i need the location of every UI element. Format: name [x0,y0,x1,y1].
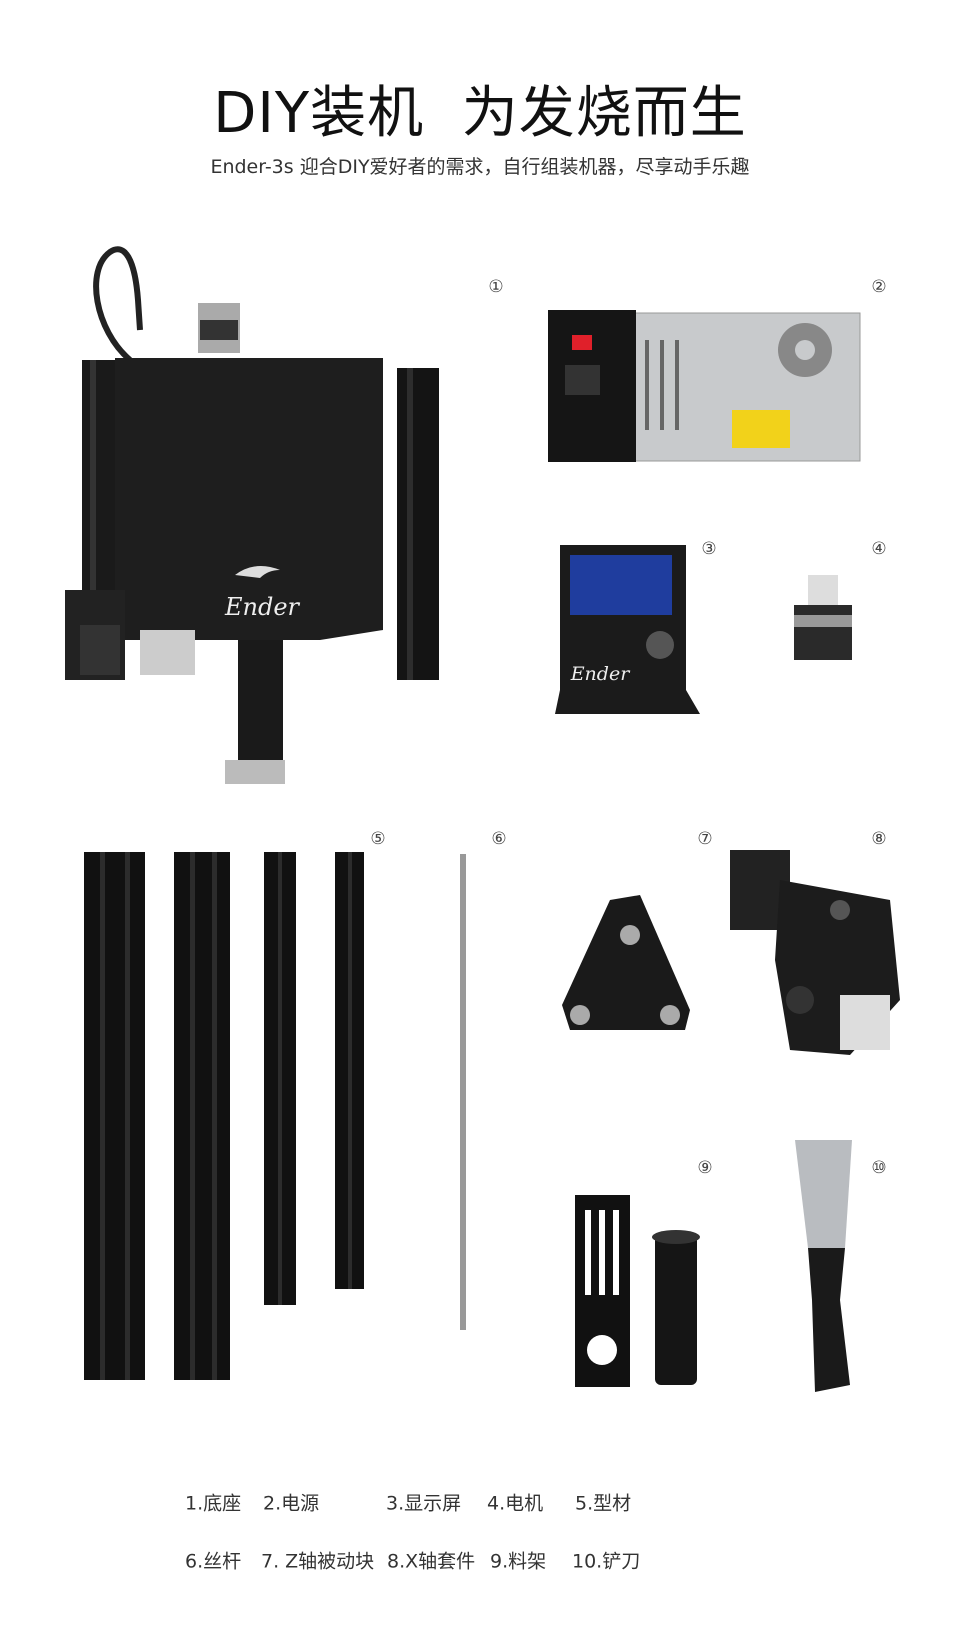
part-label-8: 8.X轴套件 [387,1550,476,1573]
part-label-7: 7. Z轴被动块 [261,1550,375,1573]
part-number-2: ② [871,277,887,297]
page-subtitle: Ender-3s 迎合DIY爱好者的需求，自行组装机器，尽享动手乐趣 [210,156,750,178]
power-supply-image [548,310,861,462]
ender-logo: Ender [224,593,301,621]
part-number-6: ⑥ [491,829,507,849]
part-label-9: 9.料架 [490,1550,547,1573]
part-number-1: ① [488,277,504,297]
part-label-4: 4.电机 [487,1492,544,1515]
part-number-3: ③ [701,539,717,559]
base-assembly-image: Ender [65,246,439,784]
motor-part-image [794,575,852,660]
part-number-4: ④ [871,539,887,559]
part-label-1: 1.底座 [185,1492,242,1515]
part-number-10: ⑩ [871,1158,887,1178]
z-axis-block-image [562,895,690,1030]
part-label-6: 6.丝杆 [185,1550,242,1573]
part-number-7: ⑦ [697,829,713,849]
display-ender-logo: Ender [570,663,632,685]
scraper-image [795,1140,852,1392]
part-label-10: 10.铲刀 [572,1550,641,1573]
part-label-3: 3.显示屏 [386,1492,462,1515]
part-number-9: ⑨ [697,1158,713,1178]
lead-screw-image [460,854,466,1330]
part-label-5: 5.型材 [575,1492,632,1515]
part-number-8: ⑧ [871,829,887,849]
spool-holder-image [575,1195,700,1387]
page-title: DIY装机 为发烧而生 [213,81,747,146]
part-number-5: ⑤ [370,829,386,849]
part-label-2: 2.电源 [263,1492,320,1515]
x-axis-kit-image [730,850,900,1055]
display-image: Ender [555,545,700,714]
